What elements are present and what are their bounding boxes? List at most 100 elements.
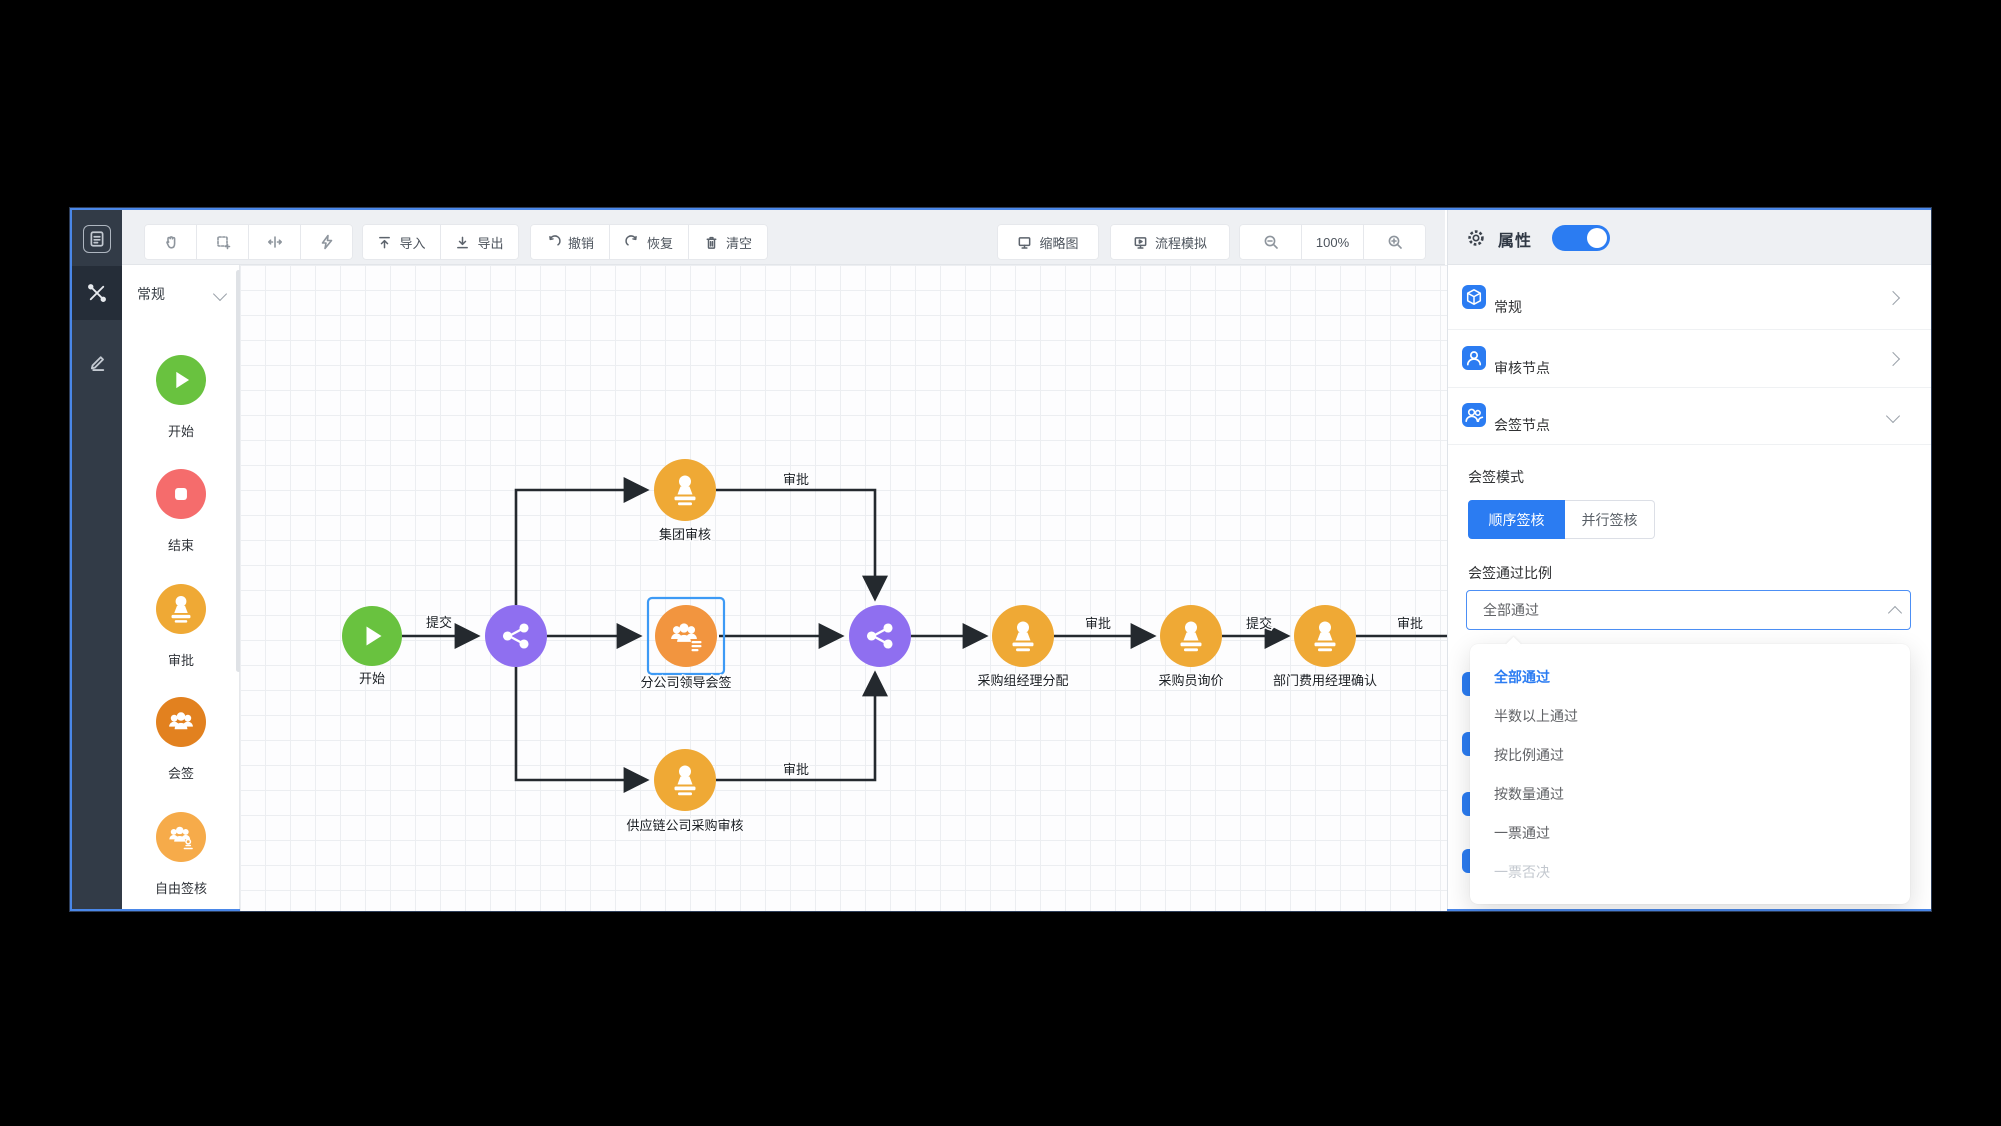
simulate-icon [1134, 236, 1147, 249]
import-label: 导入 [399, 235, 426, 251]
palette-item-approve[interactable]: 审批 [122, 584, 240, 669]
flow-edges[interactable] [402, 477, 1447, 793]
toolbar: 导入 导出 撤销 恢复 [122, 210, 1445, 265]
section-review-node[interactable]: 审核节点 [1448, 329, 1931, 388]
stamp-icon [171, 595, 191, 623]
minimap-label: 缩略图 [1039, 235, 1079, 251]
node-palette: 常规 [122, 265, 240, 909]
properties-toggle[interactable] [1552, 225, 1610, 251]
marquee-select-button[interactable] [196, 224, 249, 260]
zoom-in-button[interactable] [1363, 224, 1426, 260]
simulate-label: 流程模拟 [1154, 235, 1207, 251]
minimap-group: 缩略图 [997, 224, 1099, 260]
palette-item-countersign[interactable]: 会签 [122, 697, 240, 782]
zoom-level[interactable]: 100% [1301, 224, 1364, 260]
zoom-in-icon [1388, 235, 1402, 249]
fit-width-icon [267, 236, 282, 248]
option-count-pass[interactable]: 按数量通过 [1494, 786, 1564, 802]
edge-label: 审批 [783, 472, 809, 487]
import-icon [379, 236, 391, 248]
option-majority-pass[interactable]: 半数以上通过 [1494, 708, 1578, 724]
pan-tool-button[interactable] [144, 224, 197, 260]
design-tools-icon [88, 284, 106, 302]
document-panel-button[interactable] [83, 225, 111, 253]
export-label: 导出 [477, 235, 504, 251]
properties-panel: 属性 常规 审核节点 会签节点 会签模式 顺序签核 并 [1447, 210, 1931, 909]
dropdown-caret [1505, 636, 1522, 653]
option-one-vote-pass[interactable]: 一票通过 [1494, 825, 1550, 841]
minimap-button[interactable]: 缩略图 [997, 224, 1099, 260]
node-label: 部门费用经理确认 [1273, 673, 1377, 688]
import-button[interactable]: 导入 [362, 224, 441, 260]
play-icon [176, 371, 190, 389]
node-label: 供应链公司采购审核 [626, 818, 743, 833]
node-expense-confirm[interactable]: 部门费用经理确认 [1271, 605, 1379, 690]
palette-scrollbar[interactable] [236, 270, 241, 672]
palette-group-label: 常规 [137, 286, 165, 302]
gateway-split[interactable] [485, 605, 547, 667]
pass-ratio-select[interactable]: 全部通过 [1466, 590, 1911, 630]
mode-parallel-button[interactable]: 并行签核 [1565, 500, 1655, 539]
marquee-select-icon [216, 236, 230, 250]
option-one-vote-veto[interactable]: 一票否决 [1494, 864, 1550, 880]
edge-label: 审批 [1085, 616, 1111, 631]
export-button[interactable]: 导出 [440, 224, 519, 260]
palette-item-label: 开始 [167, 424, 194, 439]
node-manager-assign[interactable]: 采购组经理分配 [976, 605, 1070, 690]
pass-ratio-label: 会签通过比例 [1468, 565, 1552, 581]
chevron-down-icon [212, 286, 228, 302]
redo-icon [625, 234, 637, 246]
zoom-out-button[interactable] [1239, 224, 1302, 260]
edge-label: 审批 [1397, 616, 1423, 631]
node-start[interactable]: 开始 [342, 606, 402, 688]
option-ratio-pass[interactable]: 按比例通过 [1494, 747, 1564, 763]
edge-bottom-merge[interactable] [716, 670, 888, 782]
toggle-knob [1587, 228, 1607, 248]
edge-gateway-bottom[interactable] [514, 667, 650, 793]
trash-icon [706, 236, 717, 249]
palette-item-label: 审批 [167, 653, 194, 668]
properties-header: 属性 [1448, 210, 1931, 265]
pass-ratio-dropdown: 全部通过 半数以上通过 按比例通过 按数量通过 一票通过 一票否决 [1470, 636, 1910, 904]
canvas-tools-group [144, 224, 353, 260]
lightning-icon [321, 234, 332, 250]
io-group: 导入 导出 [362, 224, 519, 260]
minimap-icon [1019, 236, 1031, 249]
design-tools-button[interactable] [72, 266, 122, 320]
fit-view-button[interactable] [248, 224, 301, 260]
edge-gateway-top[interactable] [514, 477, 650, 605]
option-all-pass[interactable]: 全部通过 [1494, 669, 1550, 685]
undo-button[interactable]: 撤销 [530, 224, 610, 260]
edit-pen-button[interactable] [72, 338, 122, 384]
node-label: 集团审核 [659, 527, 711, 542]
flow-canvas[interactable]: 提交 审批 审批 审批 提交 审批 开始 集团审核 [240, 265, 1447, 911]
gateway-merge[interactable] [849, 605, 911, 667]
node-branch-countersign-selected[interactable]: 分公司领导会签 [639, 596, 733, 692]
auto-layout-button[interactable] [300, 224, 353, 260]
zoom-level-value: 100% [1315, 234, 1350, 250]
section-label: 会签节点 [1494, 417, 1550, 433]
node-group-review[interactable]: 集团审核 [654, 459, 716, 544]
edge-top-merge[interactable] [716, 488, 888, 602]
palette-item-label: 自由签核 [154, 881, 207, 896]
mode-sequential-button[interactable]: 顺序签核 [1468, 500, 1565, 539]
node-label: 采购员询价 [1158, 673, 1223, 688]
simulate-button[interactable]: 流程模拟 [1110, 224, 1230, 260]
palette-item-end[interactable]: 结束 [122, 469, 240, 554]
palette-item-start[interactable]: 开始 [122, 355, 240, 440]
pass-ratio-value: 全部通过 [1483, 602, 1539, 618]
section-general[interactable]: 常规 [1448, 265, 1931, 330]
node-buyer-inquiry[interactable]: 采购员询价 [1157, 605, 1225, 690]
chevron-right-icon [1885, 351, 1901, 367]
palette-group-header[interactable]: 常规 [137, 283, 228, 305]
palette-item-label: 结束 [167, 538, 194, 553]
node-supply-chain-review[interactable]: 供应链公司采购审核 [625, 749, 745, 835]
clear-button[interactable]: 清空 [688, 224, 768, 260]
palette-item-free-sign[interactable]: 自由签核 [122, 812, 240, 897]
person-icon [1462, 346, 1486, 370]
redo-button[interactable]: 恢复 [609, 224, 689, 260]
zoom-group: 100% [1239, 224, 1426, 260]
section-countersign-node[interactable]: 会签节点 [1448, 387, 1931, 445]
sign-mode-segment: 顺序签核 并行签核 [1468, 500, 1655, 539]
